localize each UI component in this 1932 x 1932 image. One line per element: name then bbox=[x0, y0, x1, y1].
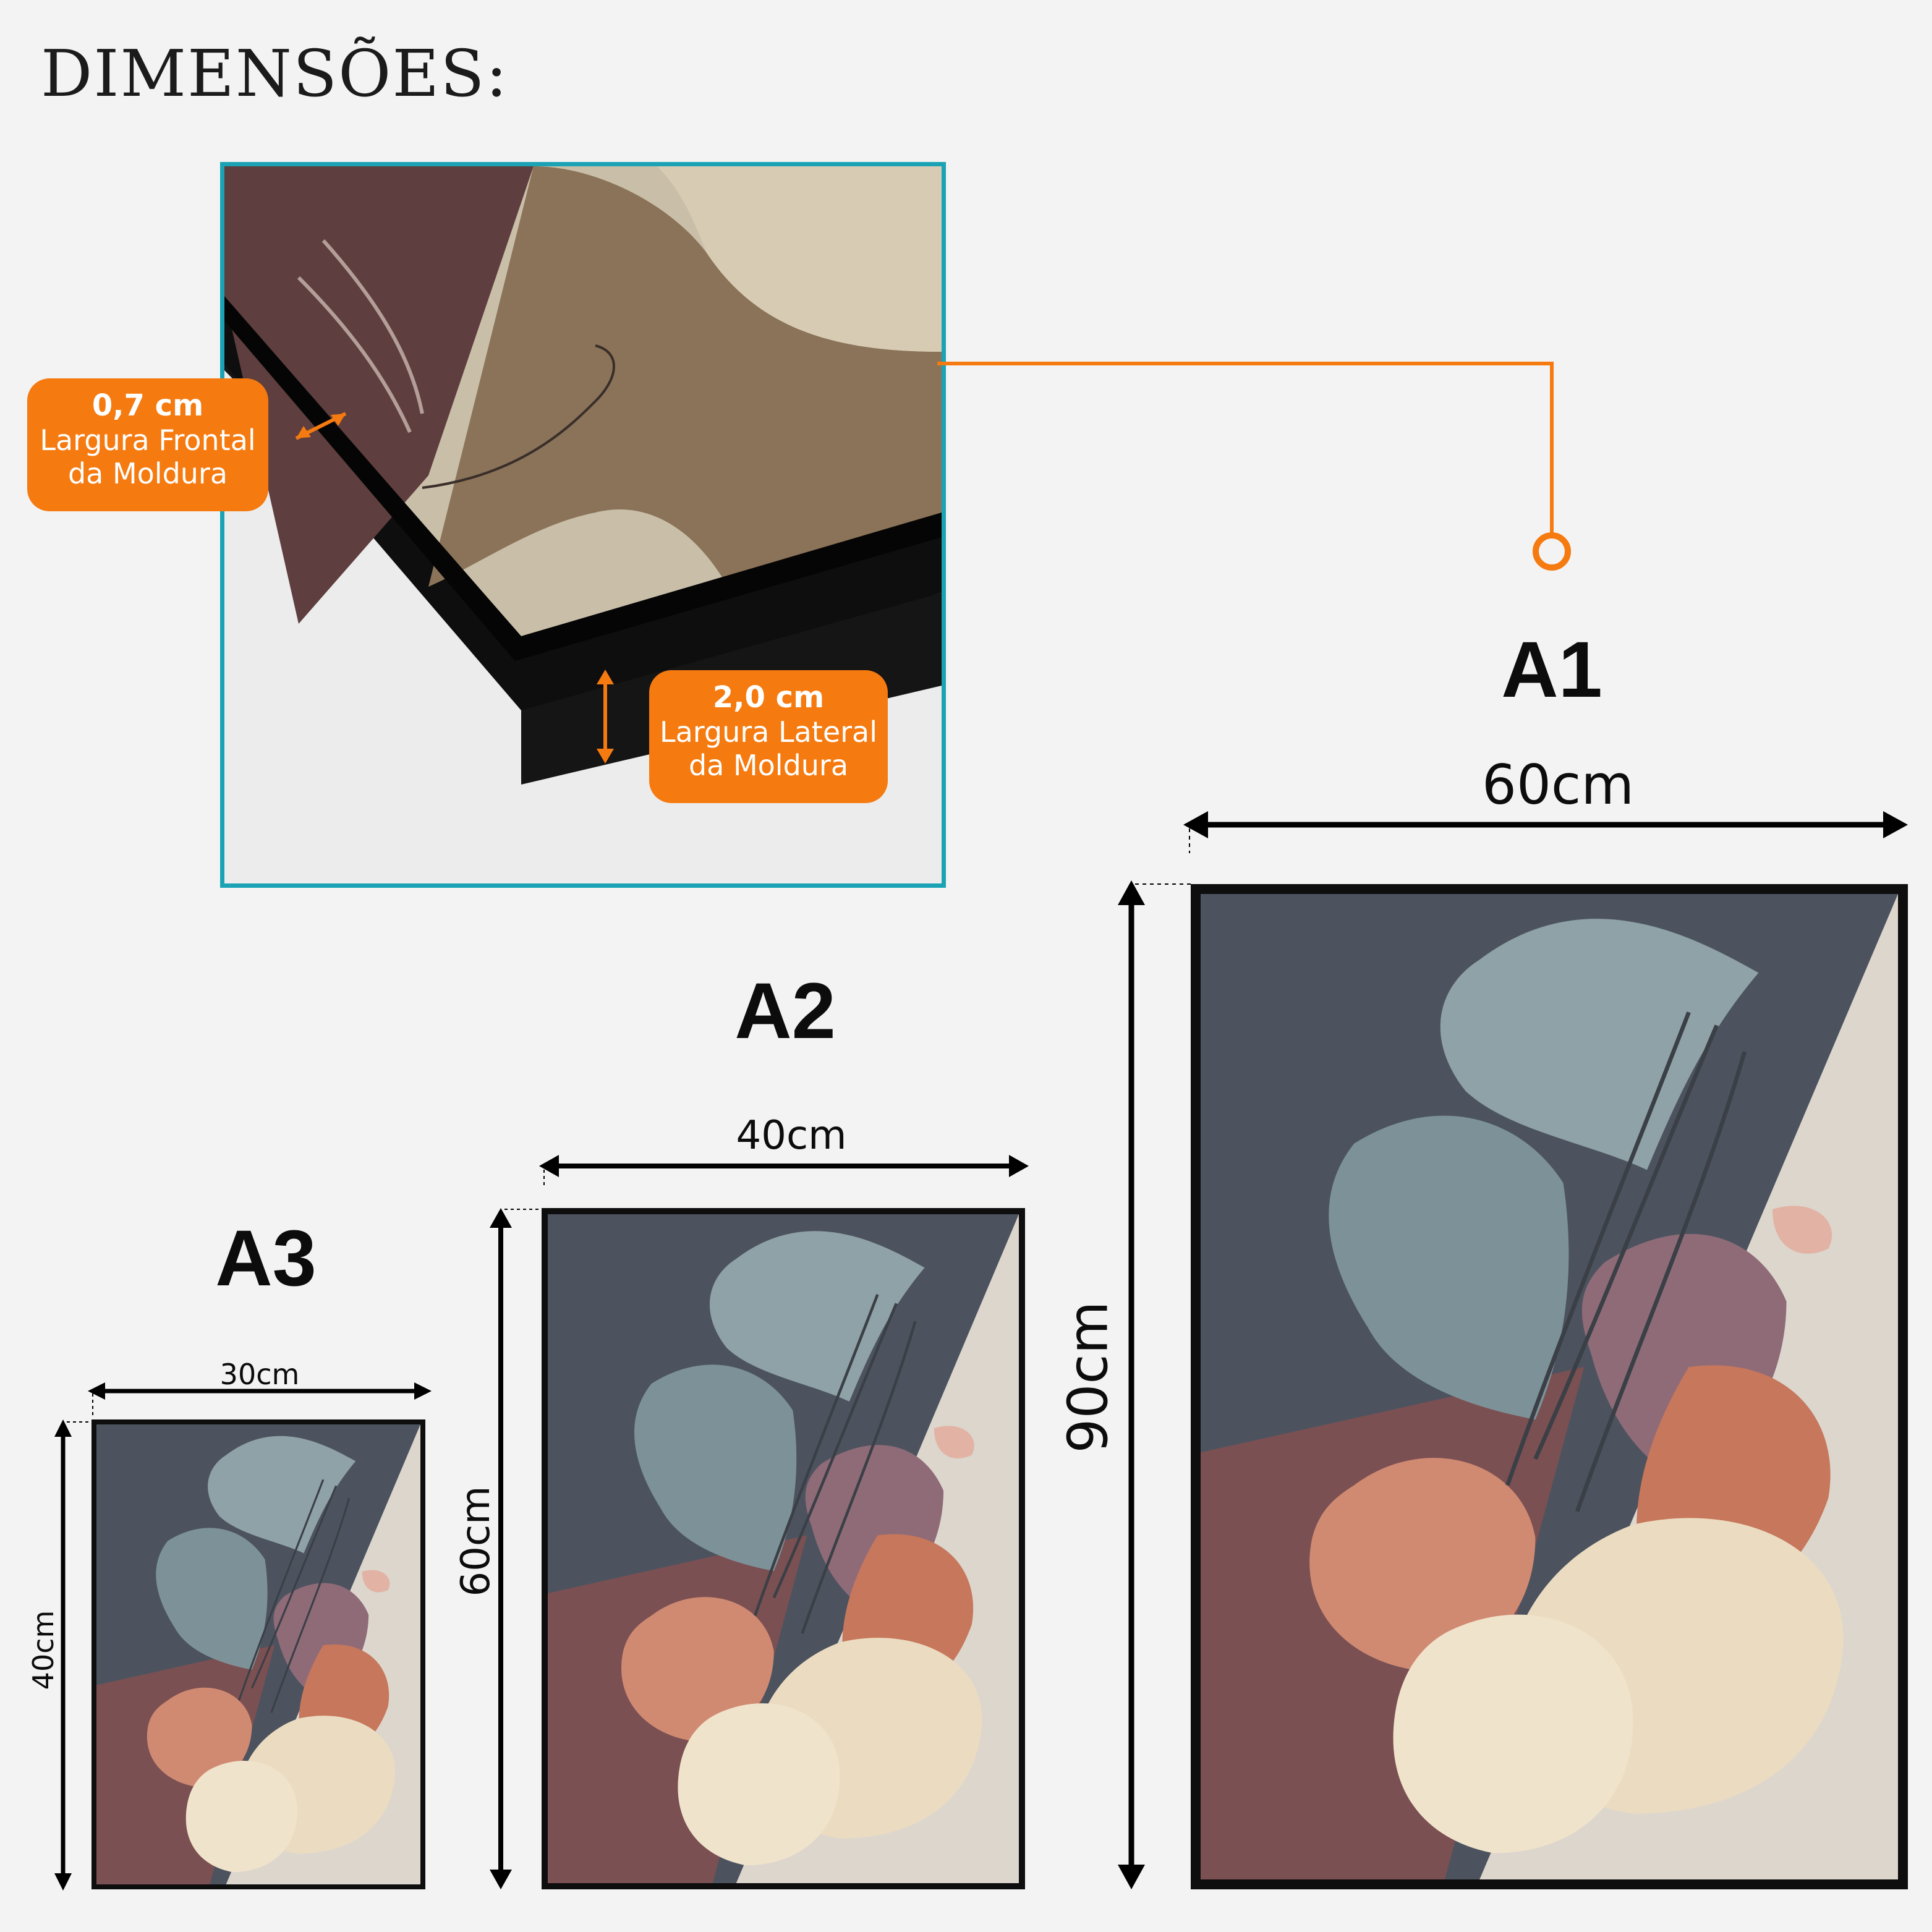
a2-size-name: A2 bbox=[734, 967, 836, 1055]
side-width-line1: Largura Lateral bbox=[659, 715, 878, 749]
a1-artwork bbox=[1201, 894, 1898, 1879]
front-width-line2: da Moldura bbox=[67, 456, 228, 490]
a2-artwork bbox=[548, 1214, 1019, 1883]
a2-height-label: 60cm bbox=[453, 1486, 499, 1597]
a3-width-arrow bbox=[88, 1382, 432, 1417]
a1-frame bbox=[1191, 884, 1908, 1889]
a3-height-label: 40cm bbox=[27, 1610, 60, 1690]
front-width-arrow bbox=[295, 412, 347, 440]
a3-artwork bbox=[96, 1424, 420, 1884]
frame-detail-panel bbox=[220, 162, 946, 888]
detail-connector-line bbox=[937, 362, 1571, 571]
a1-size-name: A1 bbox=[1501, 626, 1602, 714]
front-width-line1: Largura Frontal bbox=[40, 423, 256, 457]
a1-width-arrow bbox=[1183, 811, 1908, 853]
front-width-value: 0,7 cm bbox=[91, 388, 204, 423]
front-width-badge: 0,7 cm Largura Frontal da Moldura bbox=[27, 378, 268, 511]
a2-frame bbox=[542, 1208, 1025, 1889]
a1-height-arrow bbox=[1118, 880, 1193, 1889]
side-width-value: 2,0 cm bbox=[712, 680, 825, 715]
a1-height-label: 90cm bbox=[1056, 1301, 1120, 1453]
a2-width-arrow bbox=[539, 1155, 1029, 1187]
side-width-line2: da Moldura bbox=[688, 748, 849, 782]
a2-height-arrow bbox=[490, 1208, 550, 1889]
frame-corner-photo bbox=[224, 166, 942, 883]
side-width-arrow bbox=[597, 670, 614, 764]
page-title: DIMENSÕES: bbox=[41, 36, 509, 111]
side-width-badge: 2,0 cm Largura Lateral da Moldura bbox=[649, 670, 888, 803]
a3-width-label: 30cm bbox=[219, 1358, 300, 1391]
a3-frame bbox=[91, 1419, 425, 1889]
a3-size-name: A3 bbox=[215, 1214, 317, 1303]
a1-width-label: 60cm bbox=[1481, 753, 1635, 817]
a2-width-label: 40cm bbox=[736, 1113, 847, 1159]
